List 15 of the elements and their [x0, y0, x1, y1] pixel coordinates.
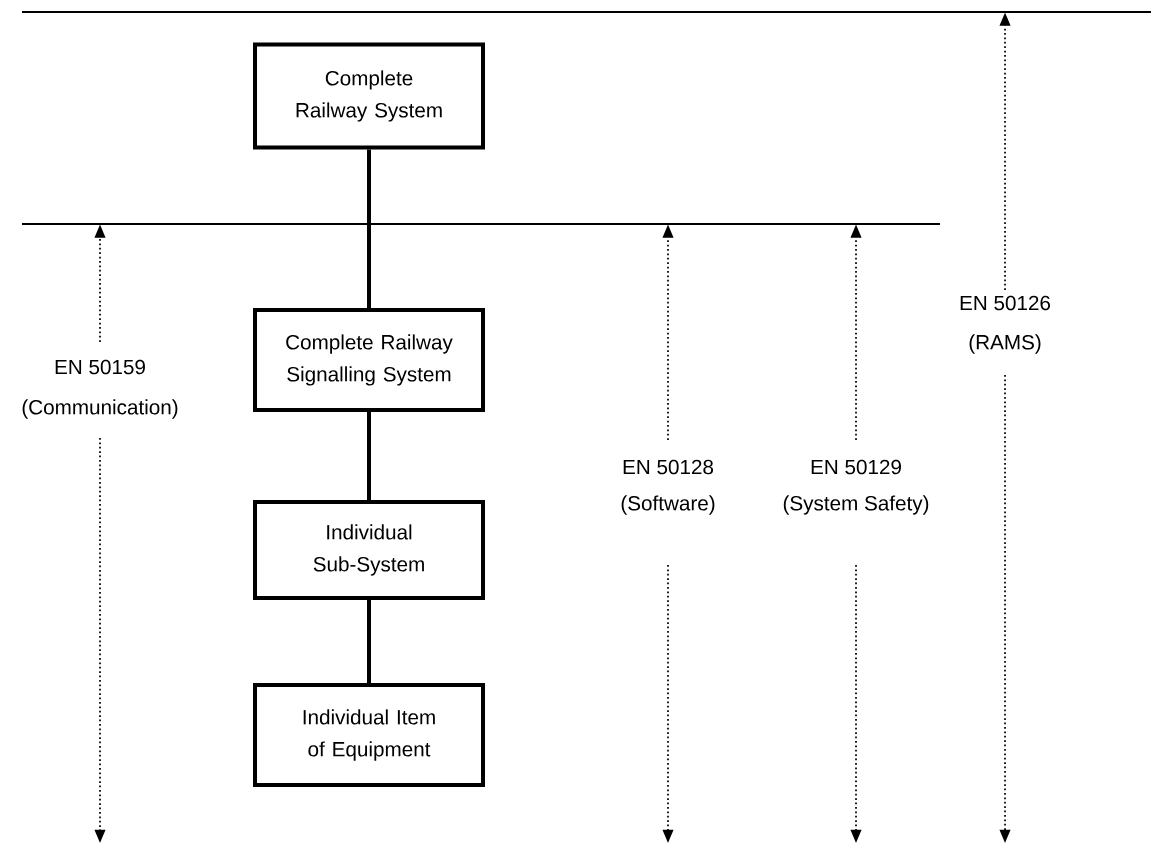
standard-label: EN 50126 [960, 295, 1051, 311]
standard-label: (RAMS) [969, 334, 1041, 354]
process-box: Individual Sub-System [253, 500, 485, 600]
standard-label: (System Safety) [783, 495, 929, 515]
connector-line [367, 412, 371, 500]
connector-line [367, 600, 371, 683]
standard-label: EN 50128 [623, 459, 714, 475]
connector-line [367, 149, 371, 308]
process-box: Individual Item of Equipment [253, 683, 485, 787]
standard-label: EN 50159 [55, 359, 145, 375]
standard-label: (Software) [621, 495, 715, 515]
process-box: Complete Railway System [253, 42, 485, 150]
process-box: Complete Railway Signalling System [253, 308, 485, 412]
standard-label: EN 50129 [811, 459, 901, 475]
standard-label: (Communication) [22, 399, 178, 419]
